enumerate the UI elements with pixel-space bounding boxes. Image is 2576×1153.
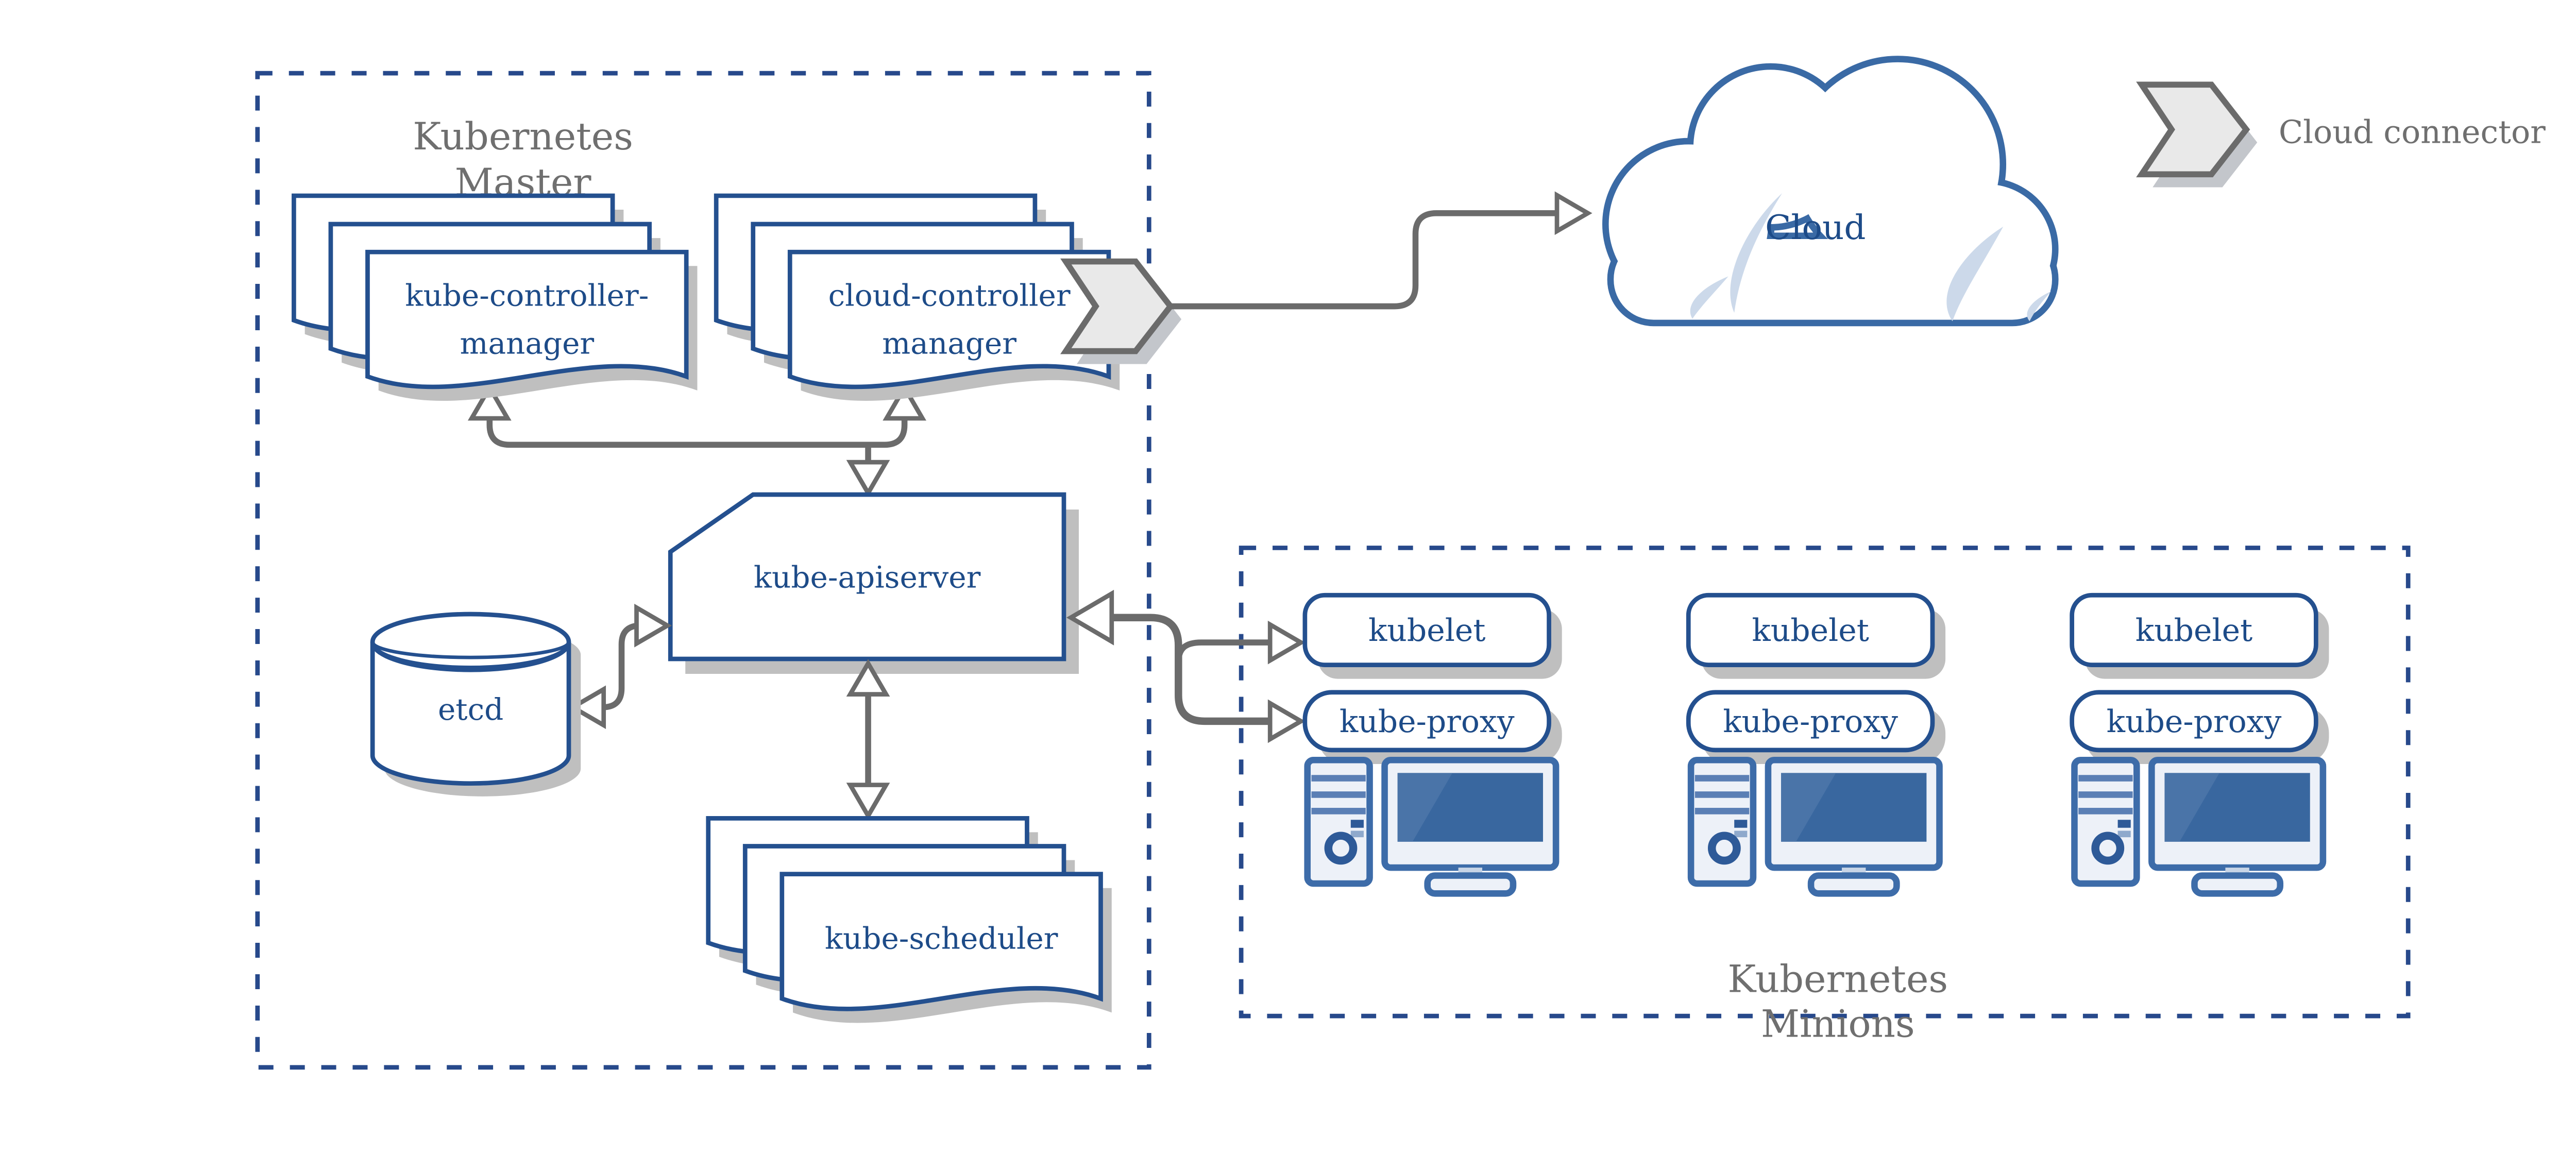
minion-node: kubelet kube-proxy — [1302, 592, 1562, 893]
kube-scheduler-node: kube-scheduler — [708, 818, 1112, 1023]
kube-controller-manager-label-line1: kube-controller- — [405, 278, 649, 313]
etcd-node: etcd — [370, 612, 581, 796]
kubelet-box — [1686, 592, 1935, 667]
kube-apiserver-node: kube-apiserver — [668, 492, 1079, 674]
kubelet-label: kubelet — [1752, 613, 1869, 649]
document-sheet — [367, 252, 686, 387]
controller-managers-connector-line — [486, 393, 908, 448]
minion-node: kubelet kube-proxy — [2070, 592, 2329, 893]
kubelet-label: kubelet — [1368, 613, 1485, 649]
minion-node: kubelet kube-proxy — [1686, 592, 1946, 893]
master-title-line1: Kubernetes — [413, 115, 633, 159]
workstation-icon — [2074, 760, 2323, 893]
cloud-connector-legend-label: Cloud connector — [2279, 113, 2546, 150]
cloud-node: Cloud — [1602, 56, 2059, 327]
cloud-controller-manager-node: cloud-controller manager — [716, 196, 1120, 401]
master-to-cloud-line — [1170, 210, 1562, 310]
kube-apiserver-label: kube-apiserver — [754, 560, 981, 595]
kube-proxy-box — [1686, 690, 1935, 753]
kube-proxy-box — [2070, 690, 2318, 753]
apiserver-shape — [668, 492, 1066, 662]
kubelet-box — [1302, 592, 1551, 667]
kube-controller-manager-node: kube-controller- manager — [294, 196, 698, 401]
cloud-shine-sliver — [1946, 226, 2004, 321]
kube-proxy-label: kube-proxy — [2107, 704, 2282, 740]
cloud-label: Cloud — [1765, 208, 1866, 247]
legend: Cloud connector — [2142, 84, 2546, 188]
etcd-cylinder-body — [370, 642, 571, 786]
arrowhead-into-apiserver-left — [637, 607, 668, 643]
arrowhead-into-kube-proxy — [1270, 703, 1301, 739]
document-sheet — [790, 252, 1109, 387]
kube-controller-manager-label-line2: manager — [460, 326, 594, 361]
kubernetes-master-boundary — [255, 71, 1151, 1070]
workstation-icon — [1691, 760, 1939, 893]
kube-proxy-label: kube-proxy — [1723, 704, 1898, 740]
etcd-label: etcd — [438, 692, 503, 727]
cloud-controller-manager-label-line1: cloud-controller — [828, 278, 1071, 313]
arrowhead-into-kubelet — [1270, 624, 1301, 660]
kube-scheduler-label: kube-scheduler — [825, 921, 1058, 956]
cloud-shine-sliver — [1730, 193, 1783, 313]
kubelet-label: kubelet — [2136, 613, 2252, 649]
cloud-controller-manager-label-line2: manager — [882, 326, 1016, 361]
apiserver-to-kubelet-line — [1175, 639, 1275, 663]
arrowhead-into-apiserver-top — [850, 462, 886, 493]
cloud-shine-sliver — [1690, 276, 1728, 319]
arrowhead-into-cloud — [1557, 195, 1588, 231]
cloud-shine-sliver — [2027, 291, 2052, 321]
kube-proxy-label: kube-proxy — [1340, 704, 1515, 740]
etcd-cylinder-ring — [370, 641, 571, 669]
arrowhead-into-kube-scheduler — [850, 785, 886, 816]
etcd-cylinder-ring — [370, 641, 571, 659]
kubelet-box — [2070, 592, 2318, 667]
apiserver-to-kube-proxy-line — [1105, 614, 1275, 725]
workstation-icon — [1308, 760, 1556, 893]
etcd-apiserver-line — [598, 622, 643, 710]
kubernetes-architecture-diagram: Kubernetes Master kube-controller- manag… — [255, 56, 2546, 1070]
minions-title-line1: Kubernetes — [1727, 958, 1948, 1002]
kube-proxy-box — [1302, 690, 1551, 753]
minions-title-line2: Minions — [1761, 1003, 1915, 1046]
